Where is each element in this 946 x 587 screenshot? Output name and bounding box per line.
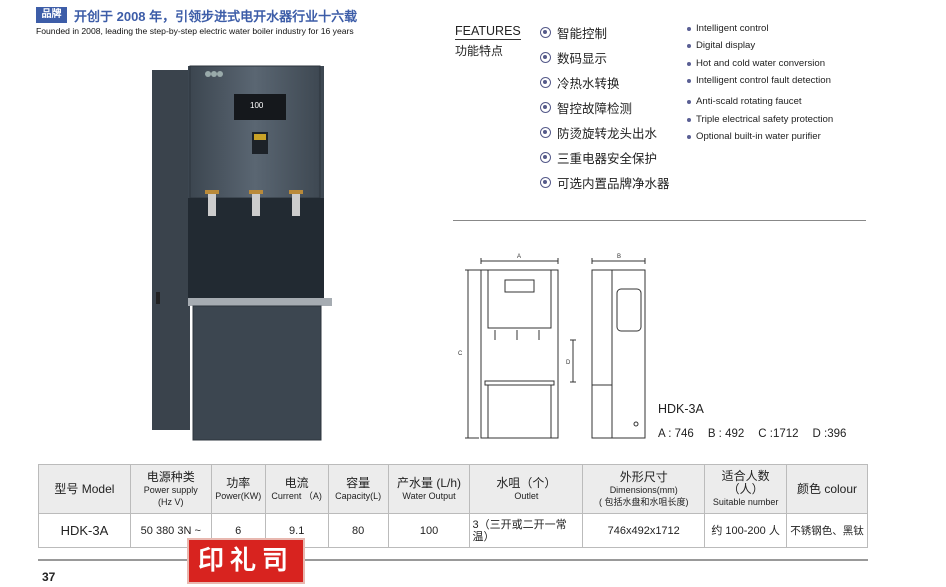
feature-cn-label: 可选内置品牌净水器 xyxy=(557,177,670,191)
feature-cn-label: 智控故障检测 xyxy=(557,102,633,116)
feature-en-label: Anti-scald rotating faucet xyxy=(696,96,802,107)
feature-cn-item: 冷热水转换 xyxy=(540,73,620,92)
features-heading-en: FEATURES xyxy=(455,24,521,40)
feature-en-label: Triple electrical safety protection xyxy=(696,114,834,125)
radio-bullet-icon xyxy=(540,177,551,188)
bullet-icon xyxy=(687,43,691,48)
dimension-drawings: A C B D xyxy=(458,254,646,439)
feature-en-label: Hot and cold water conversion xyxy=(696,58,826,69)
feature-cn-item: 智控故障检测 xyxy=(540,98,632,117)
cell-model: HDK-3A xyxy=(38,513,131,548)
cell-colour: 不锈钢色、黑钛 xyxy=(786,513,868,548)
drawing-model-label: HDK-3A xyxy=(658,402,704,416)
feature-en-item: Digital display xyxy=(687,40,755,51)
feature-en-item: Triple electrical safety protection xyxy=(687,114,833,125)
radio-bullet-icon xyxy=(540,27,551,38)
header-model: 型号 Model xyxy=(38,464,131,514)
radio-bullet-icon xyxy=(540,102,551,113)
bullet-icon xyxy=(687,61,691,66)
brand-stamp-logo: 印礼司 xyxy=(187,538,305,584)
feature-cn-label: 冷热水转换 xyxy=(557,77,620,91)
display-readout: 100 xyxy=(250,101,264,110)
header-colour: 颜色 colour xyxy=(786,464,868,514)
bullet-icon xyxy=(687,117,691,122)
dimension-values: A : 746 B : 492 C :1712 D :396 xyxy=(658,428,846,440)
feature-en-label: Digital display xyxy=(696,40,756,51)
radio-bullet-icon xyxy=(540,77,551,88)
dim-label-a: A xyxy=(517,254,521,260)
dim-b-value: B : 492 xyxy=(707,428,745,440)
feature-cn-label: 数码显示 xyxy=(557,52,608,66)
dim-d-value: D :396 xyxy=(812,428,847,440)
feature-en-item: Hot and cold water conversion xyxy=(687,58,825,69)
cell-power-supply: 50 380 3N ~ xyxy=(129,513,212,548)
cell-water-output: 100 xyxy=(387,513,471,548)
radio-bullet-icon xyxy=(540,52,551,63)
header-suitable-number: 适合人数（人）Suitable number xyxy=(704,464,788,514)
feature-en-label: Intelligent control fault detection xyxy=(696,75,831,86)
radio-bullet-icon xyxy=(540,152,551,163)
header-outlet: 水咀（个）Outlet xyxy=(469,464,584,514)
dim-label-d: D xyxy=(566,360,571,366)
water-boiler-photo: 100 xyxy=(152,65,332,441)
feature-en-item: Optional built-in water purifier xyxy=(687,131,821,142)
dim-label-c: C xyxy=(458,351,463,357)
page-title: 开创于 2008 年，引领步进式电开水器行业十六载 xyxy=(74,9,358,24)
dim-a-value: A : 746 xyxy=(658,428,694,440)
feature-cn-item: 防烫旋转龙头出水 xyxy=(540,123,657,142)
feature-en-item: Intelligent control xyxy=(687,23,769,34)
feature-en-item: Anti-scald rotating faucet xyxy=(687,96,802,107)
page-subtitle: Founded in 2008, leading the step-by-ste… xyxy=(36,26,354,36)
feature-cn-label: 智能控制 xyxy=(557,27,608,41)
table-row: HDK-3A 50 380 3N ~ 6 9.1 80 100 3（三开或二开一… xyxy=(38,513,868,548)
bullet-icon xyxy=(687,26,691,31)
feature-cn-item: 数码显示 xyxy=(540,48,607,67)
features-heading-cn: 功能特点 xyxy=(455,44,504,58)
cell-dimensions: 746x492x1712 xyxy=(582,513,706,548)
dim-label-b: B xyxy=(617,254,621,260)
cell-capacity: 80 xyxy=(327,513,389,548)
footer-divider xyxy=(38,559,868,561)
page-number: 37 xyxy=(42,570,56,584)
feature-en-label: Optional built-in water purifier xyxy=(696,131,821,142)
brand-badge: 品牌 xyxy=(36,7,67,23)
bullet-icon xyxy=(687,78,691,83)
radio-bullet-icon xyxy=(540,127,551,138)
feature-cn-item: 智能控制 xyxy=(540,23,607,42)
feature-cn-label: 三重电器安全保护 xyxy=(557,152,658,166)
feature-en-label: Intelligent control xyxy=(696,23,769,34)
feature-en-item: Intelligent control fault detection xyxy=(687,75,831,86)
header-water-output: 产水量 (L/h)Water Output xyxy=(387,464,471,514)
feature-cn-item: 可选内置品牌净水器 xyxy=(540,173,670,192)
section-divider xyxy=(453,220,866,221)
bullet-icon xyxy=(687,99,691,104)
bullet-icon xyxy=(687,134,691,139)
cell-suitable-number: 约 100-200 人 xyxy=(704,513,788,548)
dim-c-value: C :1712 xyxy=(758,428,799,440)
cell-outlet: 3（三开或二开一常温） xyxy=(469,513,584,548)
feature-cn-item: 三重电器安全保护 xyxy=(540,148,657,167)
feature-cn-label: 防烫旋转龙头出水 xyxy=(557,127,658,141)
